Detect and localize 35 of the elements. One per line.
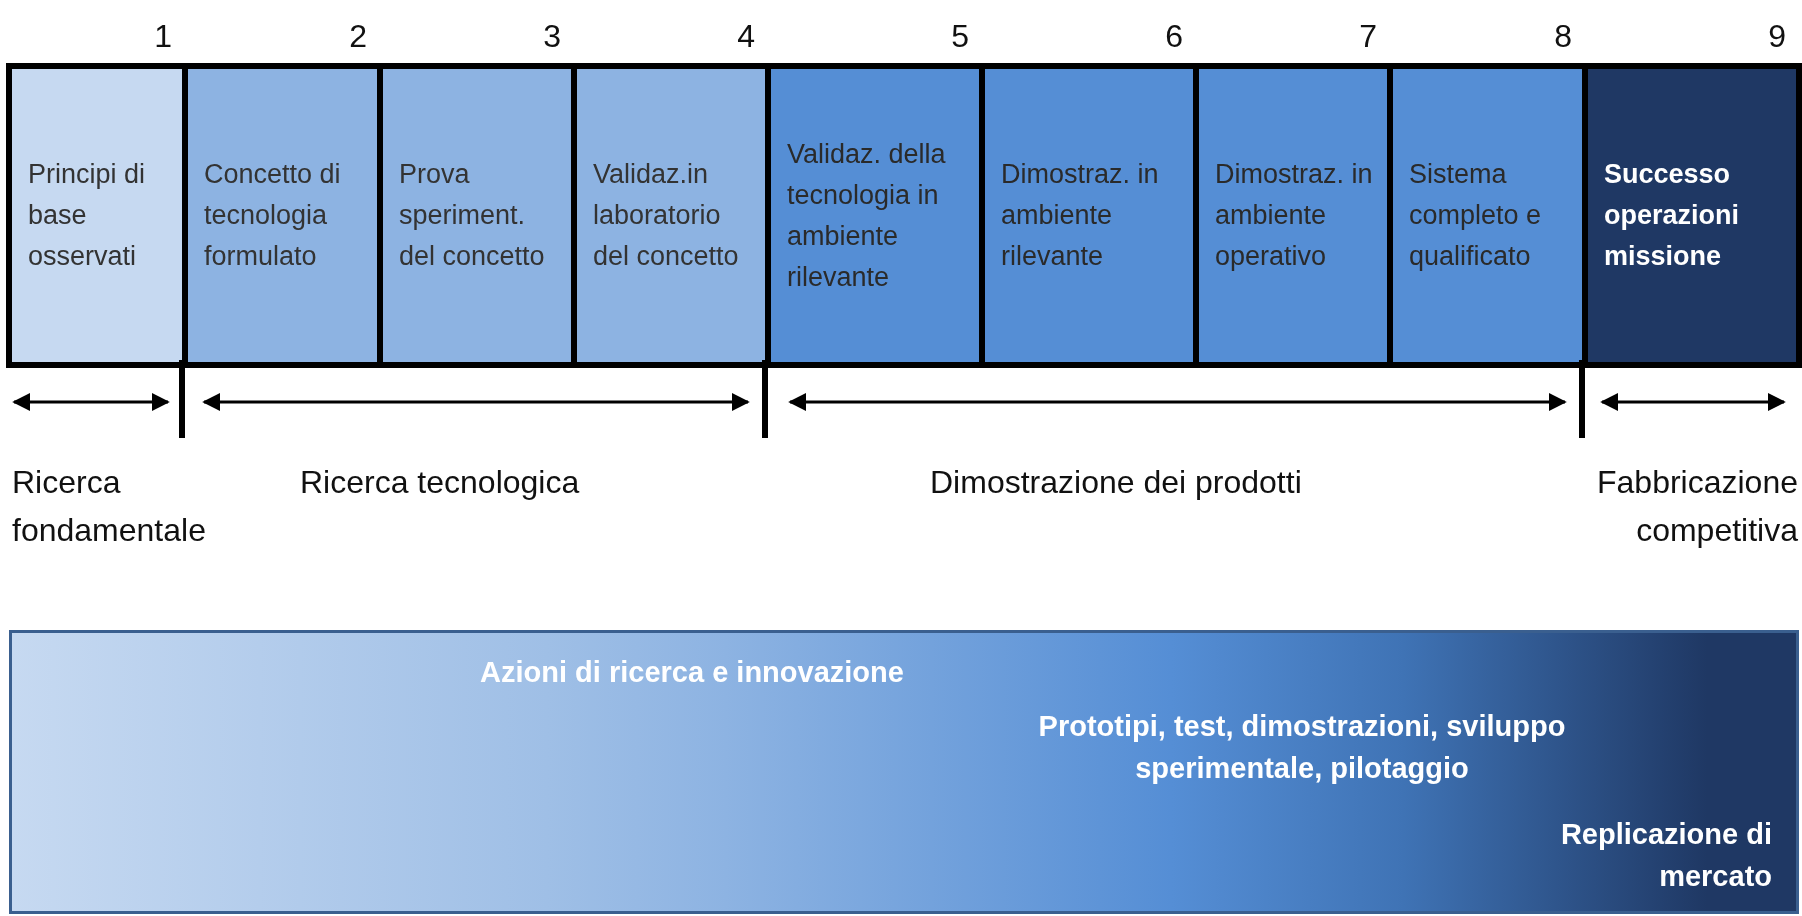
level-text: Successo operazioni missione	[1604, 158, 1740, 273]
level-number: 8	[1553, 17, 1572, 56]
level-box	[985, 69, 1193, 362]
level-number: 1	[153, 17, 172, 56]
phase-label: Ricerca fondamentale	[12, 463, 207, 550]
level-number: 4	[736, 17, 755, 56]
band-text: Replicazione di mercato	[1559, 817, 1772, 894]
level-text: Dimostraz. in ambiente rilevante	[1001, 158, 1160, 273]
level-text: Concetto di tecnologia formulato	[204, 158, 342, 273]
level-box	[771, 69, 979, 362]
level-text: Dimostraz. in ambiente operativo	[1215, 158, 1374, 273]
level-text: Sistema completo e qualificato	[1409, 158, 1543, 273]
level-number: 6	[1164, 17, 1183, 56]
band-text: Azioni di ricerca e innovazione	[479, 655, 905, 690]
phase-label: Ricerca tecnologica	[300, 463, 581, 502]
level-text: Validaz. della tecnologia in ambiente rilevante	[787, 137, 947, 294]
level-number: 9	[1767, 17, 1786, 56]
level-number: 2	[348, 17, 367, 56]
level-box	[383, 69, 571, 362]
level-box	[12, 69, 182, 362]
level-number: 3	[542, 17, 561, 56]
level-box	[188, 69, 377, 362]
level-box	[1393, 69, 1582, 362]
level-box	[577, 69, 765, 362]
level-box	[1199, 69, 1387, 362]
level-text: Principi di base osservati	[28, 158, 147, 273]
level-text: Validaz.in laboratorio del concetto	[593, 158, 740, 273]
level-number: 5	[950, 17, 969, 56]
band-text: Prototipi, test, dimostrazioni, sviluppo sperimentale, pilotaggio	[1037, 709, 1567, 786]
phase-label: Fabbricazione competitiva	[1596, 463, 1798, 550]
level-text: Prova speriment. del concetto	[399, 158, 546, 273]
level-number: 7	[1358, 17, 1377, 56]
phase-label: Dimostrazione dei prodotti	[930, 463, 1303, 502]
level-box	[1588, 69, 1796, 362]
gradient-band	[9, 630, 1799, 914]
